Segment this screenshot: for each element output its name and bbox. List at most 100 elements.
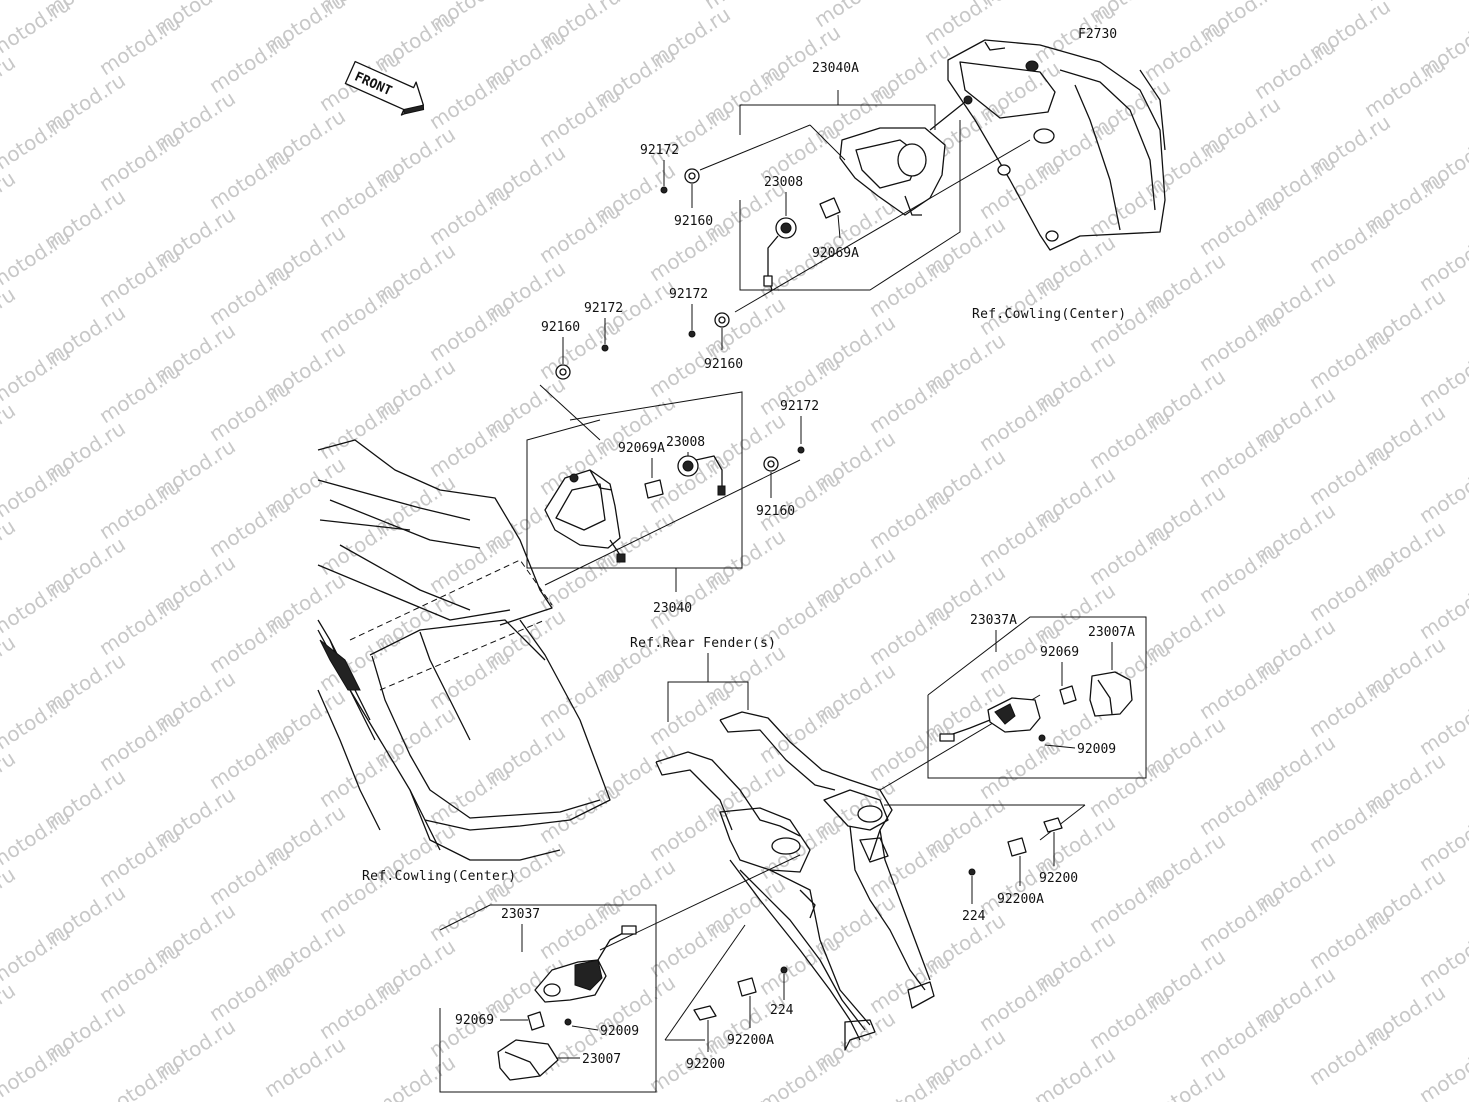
socket-23008-a	[763, 217, 797, 291]
watermark-text: motod.ru	[0, 514, 20, 584]
label-224-a: 224	[962, 909, 986, 924]
watermark-text: motod.ru	[535, 662, 625, 732]
watermark-text: motod.ru	[1085, 868, 1175, 938]
lens-23007	[497, 1039, 559, 1081]
label-23040: 23040	[653, 601, 692, 616]
label-23037: 23037	[501, 907, 540, 922]
watermark-text: motod.ru	[370, 1050, 460, 1102]
watermark-text: motod.ru	[315, 278, 405, 348]
watermark-text: motod.ru	[0, 456, 75, 526]
ref-cowling-center-top: Ref.Cowling(Center)	[972, 307, 1126, 322]
watermark-text: motod.ru	[0, 572, 75, 642]
plate-92200A-a	[1007, 837, 1027, 857]
watermark-text: motod.ru	[755, 1046, 845, 1102]
label-23007: 23007	[582, 1052, 621, 1067]
watermark-text: motod.ru	[975, 502, 1065, 572]
watermark-text: motod.ru	[0, 978, 20, 1048]
socket-23008-b	[677, 455, 726, 496]
watermark-text: motod.ru	[0, 0, 20, 4]
ref-rear-fender: Ref.Rear Fender(s)	[630, 636, 776, 651]
watermark-text: motod.ru	[315, 394, 405, 464]
watermark-text: motod.ru	[1305, 1020, 1395, 1090]
bulb-92069A-b	[644, 479, 664, 499]
label-92160-b: 92160	[704, 357, 743, 372]
cowling-center-upper	[947, 39, 1166, 251]
label-92172-b: 92172	[669, 287, 708, 302]
watermark-text: motod.ru	[95, 126, 185, 196]
label-92160-c: 92160	[541, 320, 580, 335]
watermark-text: motod.ru	[0, 50, 20, 120]
watermark-text: motod.ru	[205, 724, 295, 794]
label-224-b: 224	[770, 1003, 794, 1018]
label-92200-b: 92200	[686, 1057, 725, 1072]
watermark-text: motod.ru	[1195, 422, 1285, 492]
watermark-text: motod.ru	[1305, 324, 1395, 394]
watermark-text: motod.ru	[975, 966, 1065, 1036]
watermark-text: motod.ru	[1085, 172, 1175, 242]
watermark-text: motod.ru	[95, 938, 185, 1008]
watermark-text: motod.ru	[0, 1036, 75, 1102]
watermark-text: motod.ru	[425, 528, 515, 598]
watermark-text: motod.ru	[1030, 1042, 1120, 1102]
grommet-92160-a	[684, 168, 700, 184]
label-23008-a: 23008	[764, 175, 803, 190]
label-92160-d: 92160	[756, 504, 795, 519]
label-92160-a: 92160	[674, 214, 713, 229]
grommet-92160-d	[763, 456, 779, 472]
watermark-text: motod.ru	[425, 644, 515, 714]
label-92009-a: 92009	[1077, 742, 1116, 757]
label-92172-d: 92172	[780, 399, 819, 414]
watermark-text: motod.ru	[425, 412, 515, 482]
watermark-text: motod.ru	[0, 804, 75, 874]
watermark-text: motod.ru	[1305, 788, 1395, 858]
watermark-text: motod.ru	[0, 920, 75, 990]
watermark-text: motod.ru	[205, 144, 295, 214]
watermark-text: motod.ru	[1415, 806, 1469, 876]
label-92009-b: 92009	[600, 1024, 639, 1039]
watermark-text: motod.ru	[0, 630, 20, 700]
watermark-text: motod.ru	[0, 688, 75, 758]
watermark-text: motod.ru	[865, 716, 955, 786]
watermark-text: motod.ru	[1415, 226, 1469, 296]
plate-92200-a	[1043, 817, 1063, 833]
label-92172-a: 92172	[640, 143, 679, 158]
bulb-92069-a	[1059, 685, 1077, 705]
watermark-text: motod.ru	[1085, 752, 1175, 822]
watermark-text: motod.ru	[1360, 52, 1450, 122]
watermark-text: motod.ru	[425, 180, 515, 250]
label-23040A: 23040A	[812, 61, 859, 76]
watermark-text: motod.ru	[1305, 440, 1395, 510]
screw-92172-d	[797, 446, 805, 454]
turn-signal-assembly-23040	[544, 469, 626, 563]
watermark-text: motod.ru	[315, 974, 405, 1044]
watermark-text: motod.ru	[1195, 306, 1285, 376]
plate-92200-b	[693, 1005, 717, 1021]
watermark-text: motod.ru	[975, 270, 1065, 340]
watermark-text: motod.ru	[1085, 404, 1175, 474]
watermark-text: motod.ru	[205, 956, 295, 1026]
watermark-text: motod.ru	[0, 746, 20, 816]
watermark-text: motod.ru	[1140, 16, 1230, 86]
watermark-text: motod.ru	[205, 840, 295, 910]
watermark-text: motod.ru	[0, 166, 20, 236]
watermark-text: motod.ru	[865, 948, 955, 1018]
watermark-text: motod.ru	[645, 100, 735, 170]
watermark-text: motod.ru	[0, 0, 75, 62]
watermark-text: motod.ru	[1305, 904, 1395, 974]
watermark-text: motod.ru	[95, 242, 185, 312]
lens-23007A	[1089, 671, 1133, 717]
watermark-text: motod.ru	[535, 82, 625, 152]
watermark-text: motod.ru	[1415, 1038, 1469, 1102]
watermark-text: motod.ru	[0, 398, 20, 468]
watermark-text: motod.ru	[535, 546, 625, 616]
label-92069A-a: 92069A	[812, 246, 859, 261]
watermark-text: motod.ru	[535, 198, 625, 268]
watermark-text: motod.ru	[1305, 556, 1395, 626]
screw-92172-a	[660, 186, 668, 194]
watermark-text: motod.ru	[1415, 342, 1469, 412]
watermark-text: motod.ru	[1085, 984, 1175, 1054]
watermark-text: motod.ru	[975, 734, 1065, 804]
label-92200-a: 92200	[1039, 871, 1078, 886]
watermark-text: motod.ru	[1195, 654, 1285, 724]
watermark-text: motod.ru	[205, 376, 295, 446]
